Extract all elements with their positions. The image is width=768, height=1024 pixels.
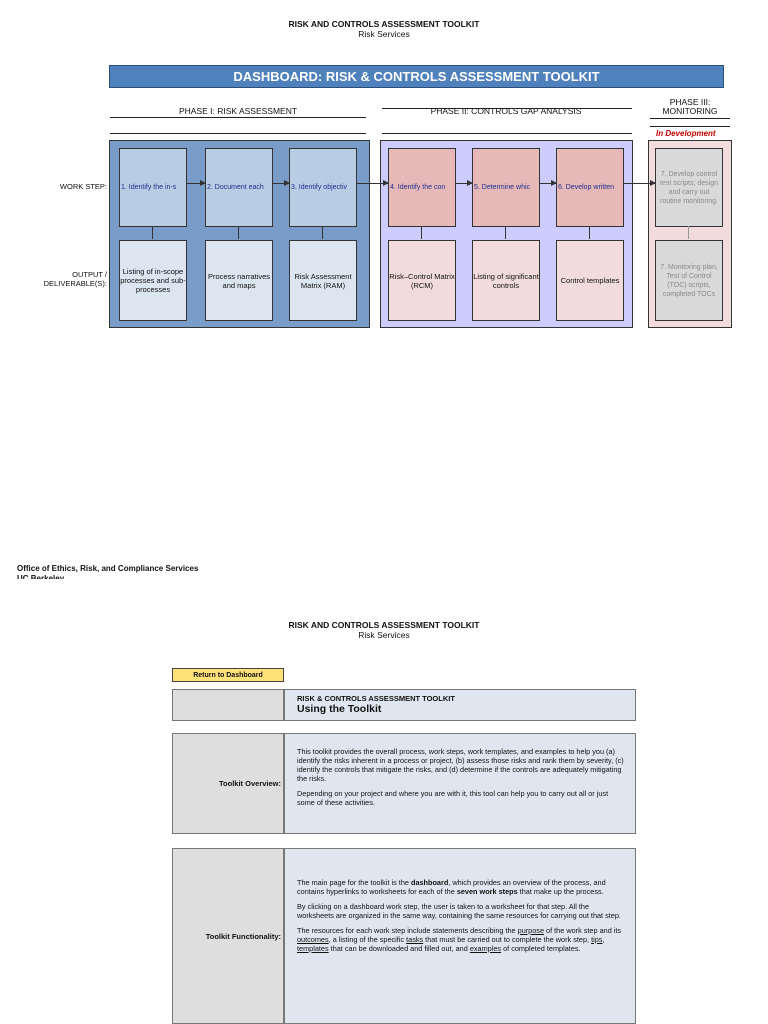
functionality-paragraph-3: The resources for each work step include… [297, 926, 622, 953]
connector-6 [589, 226, 590, 239]
phase3-label-line1: PHASE III: [669, 97, 711, 107]
overview-label: Toolkit Overview: [219, 779, 281, 788]
functionality-cell: The main page for the toolkit is the das… [284, 848, 636, 1024]
row-label-output: OUTPUT / [72, 270, 107, 279]
page1-header-subtitle: Risk Services [358, 29, 410, 39]
in-development-label: In Development [656, 129, 716, 138]
arrow-5-6 [539, 180, 557, 186]
title-cell: RISK & CONTROLS ASSESSMENT TOOLKIT Using… [284, 689, 636, 721]
phase3-label-line2: MONITORING [662, 106, 718, 116]
phase1-bracket [110, 117, 366, 118]
output-4: Risk–Control Matrix (RCM) [388, 240, 456, 321]
arrow-3-4 [356, 180, 389, 186]
footer-org: Office of Ethics, Risk, and Compliance S… [17, 564, 199, 573]
toolkit-title-small: RISK & CONTROLS ASSESSMENT TOOLKIT [297, 694, 455, 703]
work-step-5[interactable]: 5. Determine whic [472, 148, 540, 227]
row-label-deliverables: DELIVERABLE(S): [43, 279, 107, 288]
arrow-4-5 [455, 180, 473, 186]
connector-2 [238, 226, 239, 239]
connector-5 [505, 226, 506, 239]
functionality-paragraph-1: The main page for the toolkit is the das… [297, 878, 606, 896]
page2-header-subtitle: Risk Services [358, 630, 410, 640]
row-label-work-step: WORK STEP: [59, 182, 107, 191]
functionality-label-cell: Toolkit Functionality: [172, 848, 284, 1024]
arrow-1-2 [186, 180, 206, 186]
functionality-paragraph-2: By clicking on a dashboard work step, th… [297, 902, 621, 920]
overview-cell: This toolkit provides the overall proces… [284, 733, 636, 834]
connector-1 [152, 226, 153, 239]
functionality-label: Toolkit Functionality: [205, 931, 281, 941]
connector-7 [688, 226, 689, 239]
phase2-bracket-lower [382, 133, 632, 134]
output-1: Listing of in-scope processes and sub-pr… [119, 240, 187, 321]
phase2-label: PHASE II: CONTROLS GAP ANALYSIS [430, 106, 582, 116]
arrow-6-7 [623, 180, 656, 186]
phase3-bracket [650, 118, 730, 119]
phase3-bracket-lower [650, 126, 730, 127]
work-step-6[interactable]: 6. Develop written [556, 148, 624, 227]
work-step-2[interactable]: 2. Document each [205, 148, 273, 227]
output-2: Process narratives and maps [205, 240, 273, 321]
return-to-dashboard-button[interactable]: Return to Dashboard [172, 668, 284, 682]
output-7: 7. Monitoring plan, Test of Control (TOC… [655, 240, 723, 321]
page2-header-title: RISK AND CONTROLS ASSESSMENT TOOLKIT [288, 620, 480, 630]
work-step-4[interactable]: 4. Identify the con [388, 148, 456, 227]
output-5: Listing of significant controls [472, 240, 540, 321]
output-6: Control templates [556, 240, 624, 321]
phase1-label: PHASE I: RISK ASSESSMENT [178, 106, 298, 116]
connector-3 [322, 226, 323, 239]
page1-header-title: RISK AND CONTROLS ASSESSMENT TOOLKIT [288, 19, 480, 29]
title-label-cell [172, 689, 284, 721]
overview-paragraph-1: This toolkit provides the overall proces… [297, 747, 624, 783]
work-step-1[interactable]: 1. Identify the in-s [119, 148, 187, 227]
footer-org-2: UC Berkeley [17, 574, 65, 579]
arrow-2-3 [272, 180, 290, 186]
toolkit-title-large: Using the Toolkit [297, 703, 382, 715]
overview-paragraph-2: Depending on your project and where you … [297, 789, 609, 807]
output-3: Risk Assessment Matrix (RAM) [289, 240, 357, 321]
overview-label-cell: Toolkit Overview: [172, 733, 284, 834]
dashboard-banner: DASHBOARD: RISK & CONTROLS ASSESSMENT TO… [109, 65, 724, 88]
phase1-bracket-lower [110, 133, 366, 134]
connector-4 [421, 226, 422, 239]
phase2-bracket [382, 108, 632, 109]
work-step-3[interactable]: 3. Identify objectiv [289, 148, 357, 227]
work-step-7: 7. Develop control test scripts; design … [655, 148, 723, 227]
